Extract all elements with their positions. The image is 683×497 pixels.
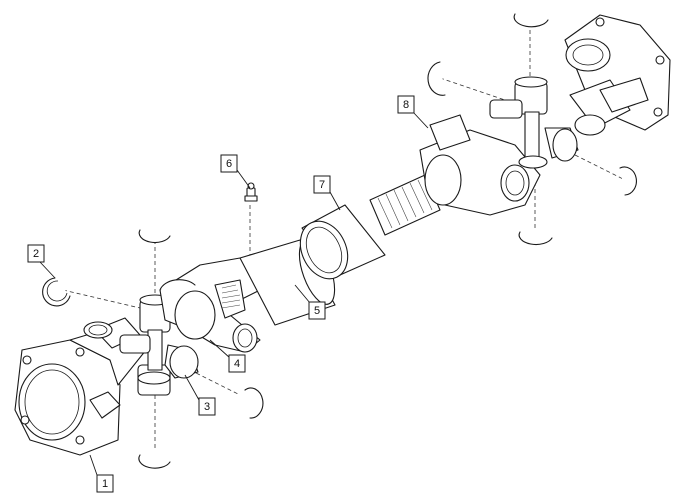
callout-5: 5 [308,301,326,320]
callout-4-label: 4 [234,358,240,370]
callout-4: 4 [228,354,246,373]
universal-joint-cross-right [489,76,579,169]
flange-yoke-right [564,14,671,136]
callout-3: 3 [198,397,216,416]
slip-yoke [159,257,266,353]
snap-ring-upper-left-right [427,61,446,96]
callout-5-label: 5 [314,305,320,317]
flange-yoke-left [14,317,151,456]
grease-fitting [244,182,258,202]
splined-slip-yoke [369,114,541,236]
callout-7: 7 [313,175,331,194]
leader-lines [39,111,429,476]
snap-ring-far-right [619,166,637,196]
callout-2-label: 2 [33,248,39,260]
callout-1: 1 [96,474,114,493]
snap-ring-bottom-left [138,454,171,469]
callout-3-label: 3 [204,401,210,413]
snap-ring-top-right [513,13,549,28]
snap-ring-2 [42,277,71,307]
seal-collar [299,204,386,280]
callout-1-label: 1 [102,478,108,490]
callout-8-label: 8 [403,99,409,111]
snap-ring-bottom-right [518,231,553,246]
callout-6-label: 6 [226,158,232,170]
callout-7-label: 7 [319,179,325,191]
callout-2: 2 [27,244,45,263]
snap-ring-3 [244,387,264,419]
snap-ring-top-left [138,229,171,244]
callout-8: 8 [397,95,415,114]
callout-6: 6 [220,154,238,173]
